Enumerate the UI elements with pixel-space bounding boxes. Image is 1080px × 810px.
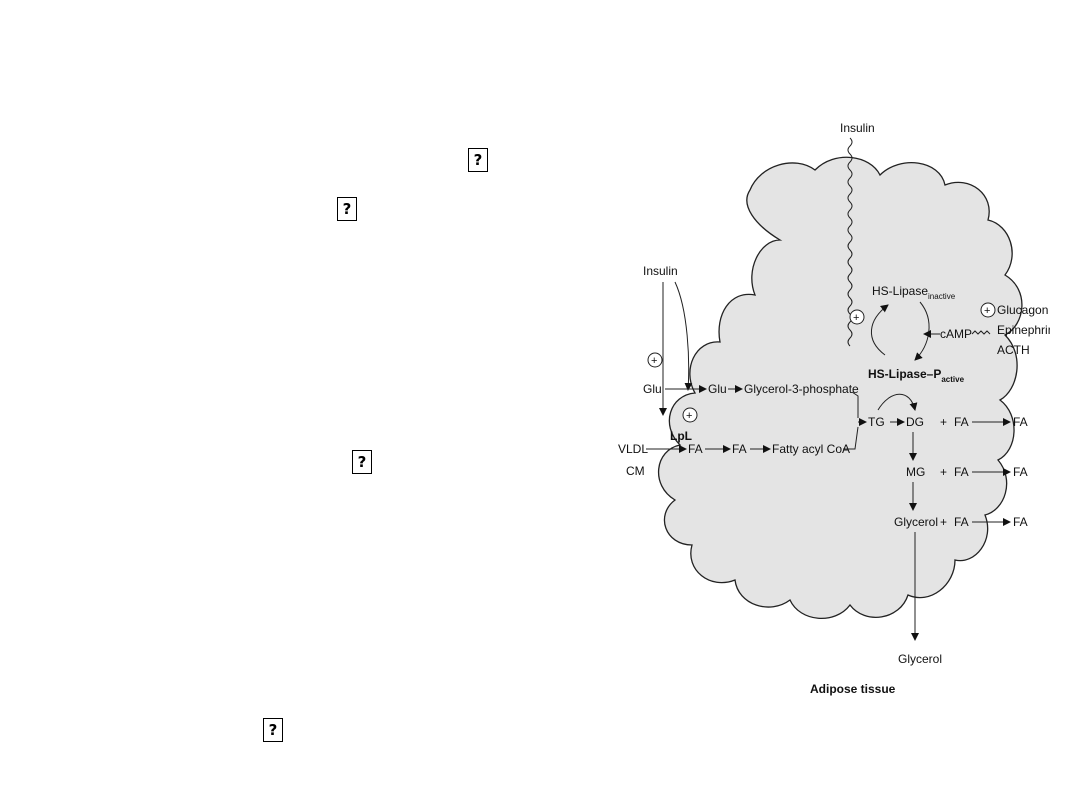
fa-out-3: FA: [1013, 515, 1028, 529]
lipase-action-arrow: [877, 393, 918, 411]
insulin-top-label: Insulin: [840, 121, 875, 135]
plus-sign-1: +: [853, 312, 859, 324]
diagram-title: Adipose tissue: [810, 682, 896, 696]
glycerol-outside-label: Glycerol: [898, 652, 942, 666]
fa-outside-label: FA: [688, 442, 703, 456]
fa-glycerol-label: FA: [954, 515, 969, 529]
plus-mg: +: [940, 465, 947, 479]
glu-outside-label: Glu: [643, 382, 662, 396]
lpl-label: LpL: [670, 429, 692, 443]
plus-sign-3: +: [651, 355, 657, 367]
plus-circle-lpl: [647, 352, 663, 368]
fatty-acyl-coa-label: Fatty acyl CoA: [772, 442, 850, 456]
plus-glycerol: +: [940, 515, 947, 529]
vldl-label: VLDL: [618, 442, 648, 456]
fa-out-1: FA: [1013, 415, 1028, 429]
camp-label: cAMP: [940, 327, 972, 341]
insulin-left-label: Insulin: [643, 264, 678, 278]
hs-lipase-active-label: HS-Lipase–Pactive: [868, 367, 965, 384]
plus-circle-glu: [682, 407, 698, 423]
hs-lipase-inactive-label: HS-Lipaseinactive: [872, 284, 956, 301]
plus-circle-insulin-top: [849, 309, 865, 325]
missing-glyph-4: ?: [263, 718, 283, 742]
hormone-signal-line: [971, 330, 991, 335]
insulin-signal-line: [847, 137, 853, 347]
cm-label: CM: [626, 464, 645, 478]
plus-sign-2: +: [984, 305, 990, 317]
missing-glyph-3: ?: [352, 450, 372, 474]
adipose-tissue-diagram: Insulin + HS-Lipaseinactive HS-Lipase–Pa…: [618, 121, 1050, 696]
glu-inside-label: Glu: [708, 382, 727, 396]
glycerol-3-phosphate-label: Glycerol-3-phosphate: [744, 382, 859, 396]
plus-dg: +: [940, 415, 947, 429]
epinephrine-label: Epinephrine: [997, 323, 1050, 337]
glucagon-label: Glucagon: [997, 303, 1048, 317]
mg-label: MG: [906, 465, 925, 479]
fa-mg-label: FA: [954, 465, 969, 479]
glycerol-inside-label: Glycerol: [894, 515, 938, 529]
cell-outline: [658, 156, 1023, 619]
arrow-active-to-inactive: [870, 304, 889, 356]
acth-label: ACTH: [997, 343, 1030, 357]
missing-glyph-1: ?: [468, 148, 488, 172]
fa-out-2: FA: [1013, 465, 1028, 479]
fa-inside-label: FA: [732, 442, 747, 456]
missing-glyph-2: ?: [337, 197, 357, 221]
tg-label: TG: [868, 415, 885, 429]
fa-dg-label: FA: [954, 415, 969, 429]
insulin-to-glu-arrow: [674, 281, 693, 391]
dg-label: DG: [906, 415, 924, 429]
plus-sign-4: +: [686, 410, 692, 422]
plus-circle-glucagon: [980, 302, 996, 318]
